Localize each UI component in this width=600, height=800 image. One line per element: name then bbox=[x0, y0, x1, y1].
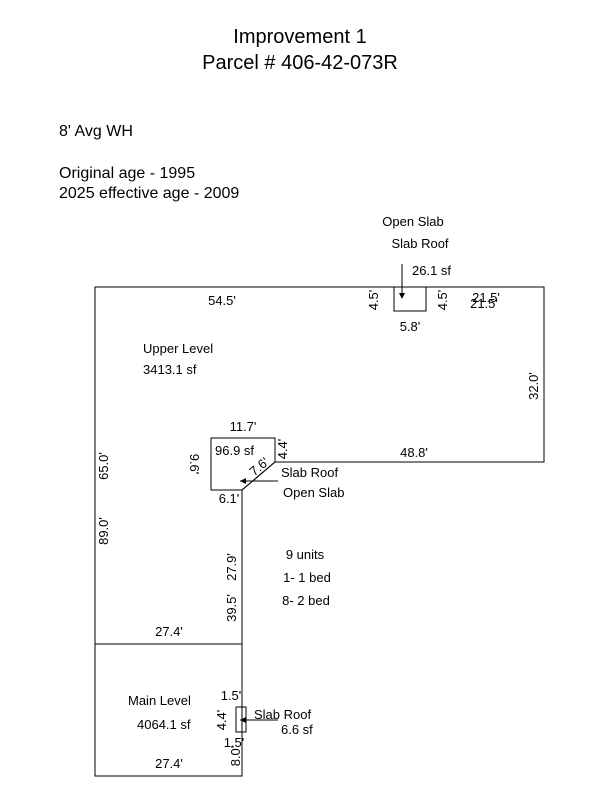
low-slab-dim-left: 4.4' bbox=[214, 710, 229, 731]
top-slab-outline bbox=[393, 287, 427, 312]
mid-slab-outline bbox=[210, 437, 276, 491]
top-slab-dim-left: 4.5' bbox=[366, 290, 381, 311]
dim-top-right-overlap: 21.5' bbox=[470, 296, 498, 311]
mid-slab-leader-arrow bbox=[240, 478, 246, 484]
mid-slab-area: 96.9 sf bbox=[215, 443, 254, 458]
dim-left-total: 89.0' bbox=[96, 517, 111, 545]
sketch-title: Improvement 1 bbox=[233, 26, 367, 48]
dim-bottom-right: 8.0' bbox=[228, 746, 243, 767]
units-one-bed: 1- 1 bed bbox=[283, 570, 331, 585]
top-slab-dim-bottom: 5.8' bbox=[400, 319, 421, 334]
upper-level-name: Upper Level bbox=[143, 341, 213, 356]
mid-slab-label-open: Open Slab bbox=[283, 485, 344, 500]
parcel-number: Parcel # 406-42-073R bbox=[202, 52, 398, 74]
dim-bottom: 27.4' bbox=[155, 756, 183, 771]
main-level-name: Main Level bbox=[128, 693, 191, 708]
top-slab-area: 26.1 sf bbox=[412, 263, 451, 278]
top-slab-leader-arrow bbox=[399, 293, 405, 299]
low-slab-leader-arrow bbox=[240, 717, 246, 723]
mid-slab-dim-right: 4.4' bbox=[275, 439, 290, 460]
units-two-bed: 8- 2 bed bbox=[282, 593, 330, 608]
top-slab-label-open: Open Slab bbox=[382, 214, 443, 229]
mid-slab-dim-top: 11.7' bbox=[230, 419, 257, 434]
dim-inner-upper: 27.9' bbox=[224, 553, 239, 581]
low-slab-dim-top: 1.5' bbox=[221, 688, 242, 703]
dim-divider: 27.4' bbox=[155, 624, 183, 639]
main-level-area: 4064.1 sf bbox=[137, 717, 191, 732]
original-age-note: Original age - 1995 bbox=[59, 165, 196, 182]
dim-left-upper: 65.0' bbox=[96, 452, 111, 480]
top-slab-label-roof: Slab Roof bbox=[391, 236, 448, 251]
effective-age-note: 2025 effective age - 2009 bbox=[59, 185, 240, 202]
dim-top: 54.5' bbox=[208, 293, 236, 308]
dim-top-right: 21.5' bbox=[472, 290, 500, 305]
low-slab-name: Slab Roof bbox=[254, 707, 311, 722]
wall-height-note: 8' Avg WH bbox=[59, 123, 133, 140]
top-slab-dim-right: 4.5' bbox=[435, 290, 450, 311]
mid-slab-label-roof: Slab Roof bbox=[281, 465, 338, 480]
dim-right: 32.0' bbox=[526, 372, 541, 400]
low-slab-area: 6.6 sf bbox=[281, 722, 313, 737]
dim-inner-lower: 39.5' bbox=[224, 594, 239, 622]
dim-middle-horizontal: 48.8' bbox=[400, 445, 428, 460]
mid-slab-dim-bottom: 6.1' bbox=[219, 491, 240, 506]
low-slab-dim-bottom: 1.5' bbox=[224, 735, 245, 750]
upper-level-area: 3413.1 sf bbox=[143, 362, 197, 377]
units-count: 9 units bbox=[286, 547, 325, 562]
mid-slab-dim-left: 9.6' bbox=[187, 454, 202, 475]
